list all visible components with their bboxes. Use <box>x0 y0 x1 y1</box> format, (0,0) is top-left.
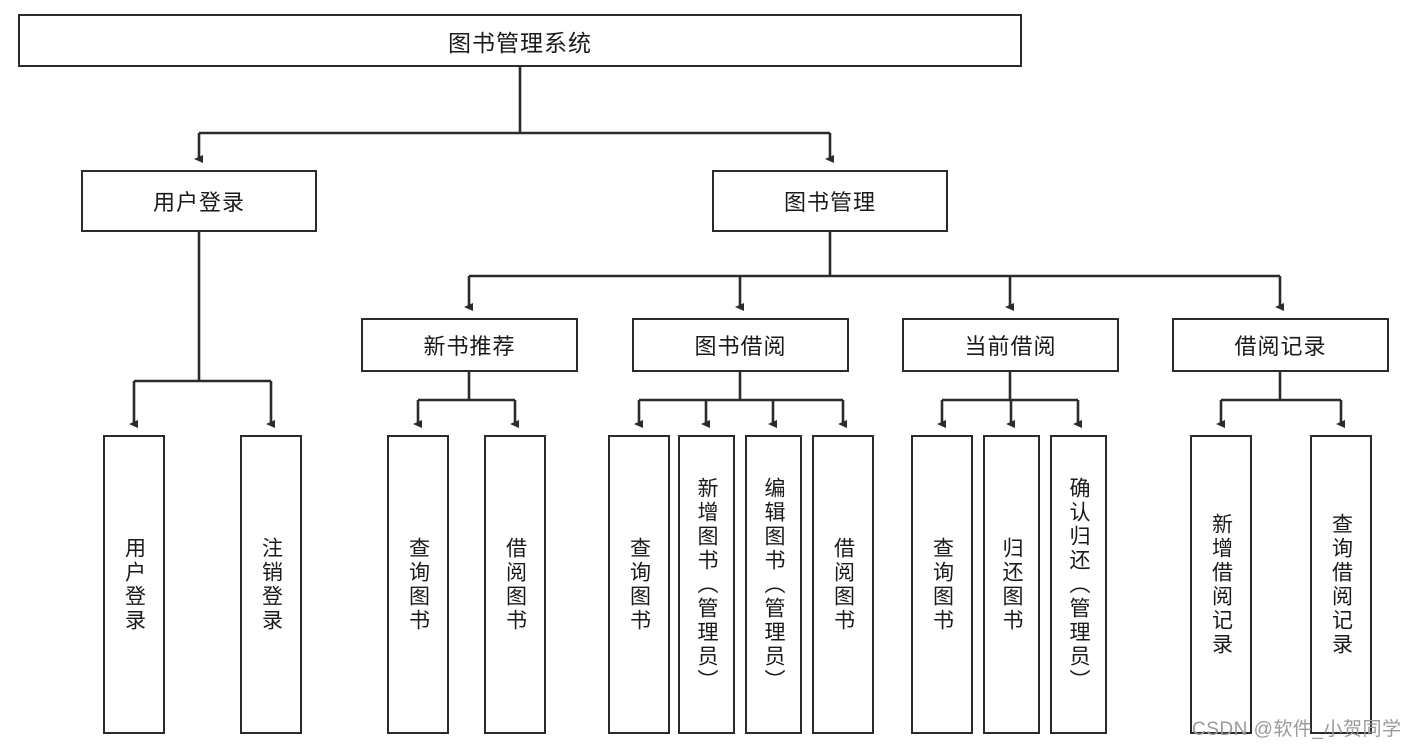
node-new-book-recommend[interactable]: 新书推荐 <box>361 318 578 372</box>
csdn-watermark: CSDN @软件_小贺同学 <box>1192 719 1402 740</box>
edge-bookmanage-to-level3 <box>464 232 1284 311</box>
node-book-manage[interactable]: 图书管理 <box>712 170 948 232</box>
edge-bookborrow-to-leaves <box>634 372 847 428</box>
leaf-return-book[interactable]: 归还图书 <box>983 435 1040 734</box>
leaf-query-book-2[interactable]: 查询图书 <box>608 435 670 734</box>
leaf-confirm-return-admin[interactable]: 确认归还（管理员） <box>1050 435 1107 734</box>
node-borrow-record[interactable]: 借阅记录 <box>1172 318 1389 372</box>
leaf-query-borrow-record[interactable]: 查询借阅记录 <box>1310 435 1372 734</box>
edge-currentborrow-to-leaves <box>937 372 1082 428</box>
node-user-login[interactable]: 用户登录 <box>81 170 317 232</box>
node-current-borrow[interactable]: 当前借阅 <box>902 318 1119 372</box>
edge-userlogin-to-leaves <box>129 232 275 428</box>
leaf-query-book-3[interactable]: 查询图书 <box>911 435 973 734</box>
edge-borrowrecord-to-leaves <box>1216 372 1345 428</box>
leaf-add-book-admin[interactable]: 新增图书（管理员） <box>678 435 735 734</box>
edge-newbook-to-leaves <box>413 372 519 428</box>
leaf-add-borrow-record[interactable]: 新增借阅记录 <box>1190 435 1252 734</box>
leaf-user-login[interactable]: 用户登录 <box>103 435 165 734</box>
leaf-borrow-book-1[interactable]: 借阅图书 <box>484 435 546 734</box>
leaf-logout-login[interactable]: 注销登录 <box>240 435 302 734</box>
leaf-edit-book-admin[interactable]: 编辑图书（管理员） <box>745 435 802 734</box>
leaf-borrow-book-2[interactable]: 借阅图书 <box>812 435 874 734</box>
node-book-borrow[interactable]: 图书借阅 <box>632 318 849 372</box>
leaf-query-book-1[interactable]: 查询图书 <box>387 435 449 734</box>
edge-root-to-level2 <box>194 67 834 163</box>
node-root[interactable]: 图书管理系统 <box>18 14 1022 67</box>
